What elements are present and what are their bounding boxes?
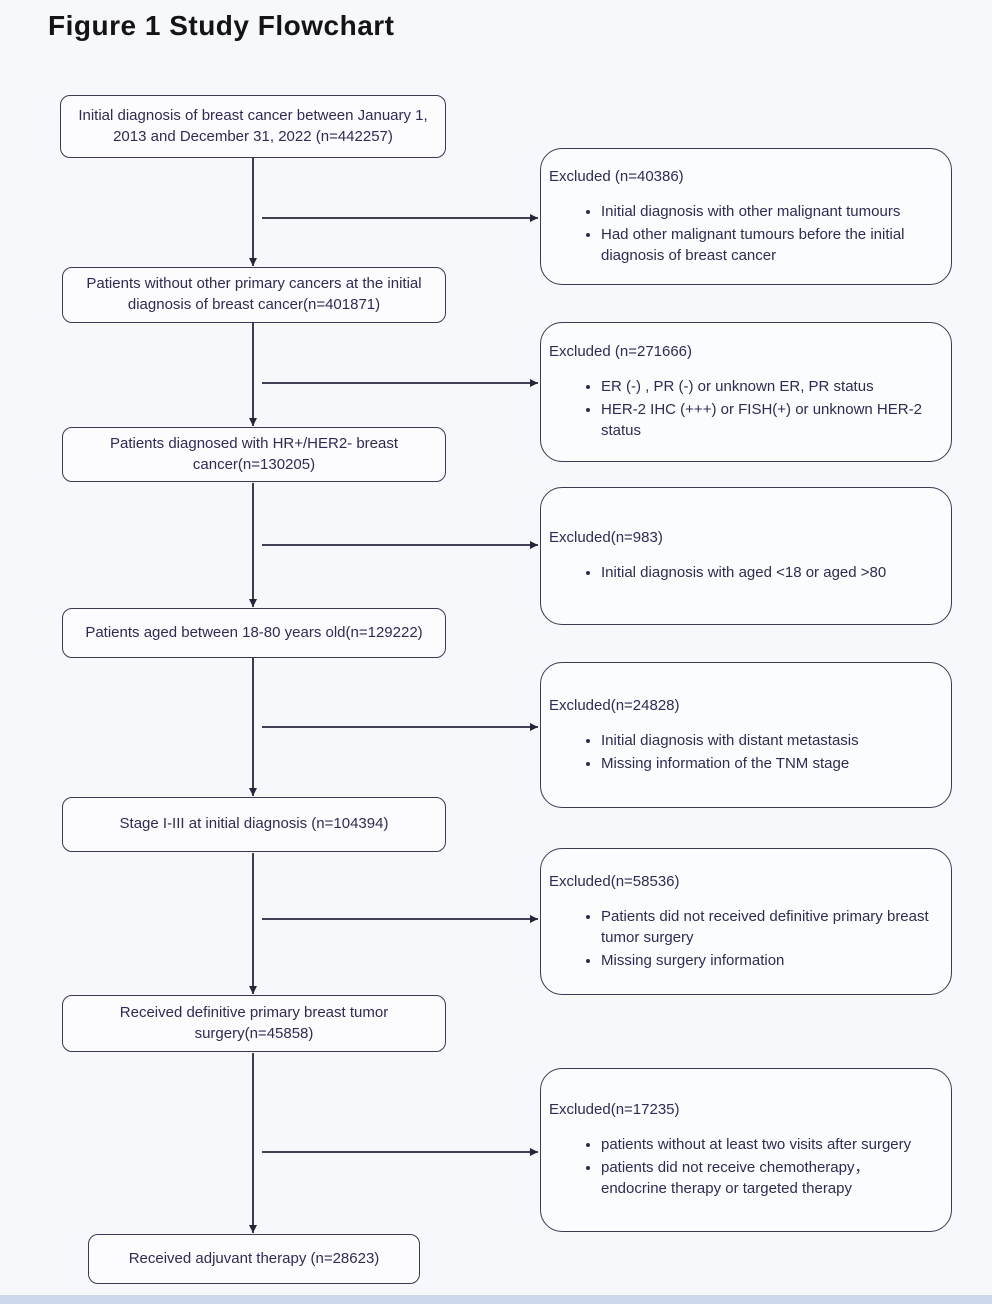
exclusion-header: Excluded(n=983) bbox=[549, 529, 663, 546]
exclusion-box-er-pr-her2-status: Excluded (n=271666) ER (-) , PR (-) or u… bbox=[540, 322, 952, 462]
flow-step-label: Patients without other primary cancers a… bbox=[86, 275, 422, 313]
exclusion-header: Excluded(n=17235) bbox=[549, 1101, 680, 1118]
flow-step-label: Patients aged between 18-80 years old(n=… bbox=[85, 623, 423, 641]
flow-step-hr-her2-breast-cancer: Patients diagnosed with HR+/HER2- breast… bbox=[62, 427, 446, 482]
flow-step-age-18-80: Patients aged between 18-80 years old(n=… bbox=[62, 608, 446, 658]
flow-step-label: Received adjuvant therapy (n=28623) bbox=[128, 1249, 380, 1267]
exclusion-bullet: patients did not receive chemotherapy， e… bbox=[601, 1157, 939, 1199]
exclusion-bullet: patients without at least two visits aft… bbox=[601, 1134, 939, 1155]
exclusion-header: Excluded (n=40386) bbox=[549, 167, 684, 185]
exclusion-bullet: Missing surgery information bbox=[601, 950, 939, 971]
flow-step-definitive-surgery: Received definitive primary breast tumor… bbox=[62, 995, 446, 1052]
exclusion-header: Excluded(n=24828) bbox=[549, 696, 680, 714]
exclusion-bullet: Initial diagnosis with aged <18 or aged … bbox=[601, 562, 939, 583]
exclusion-box-visits-therapy: Excluded(n=17235) patients without at le… bbox=[540, 1068, 952, 1232]
flow-step-label: Received definitive primary breast tumor… bbox=[119, 1003, 389, 1042]
figure-title: Figure 1 Study Flowchart bbox=[48, 10, 395, 41]
exclusion-bullet: Had other malignant tumours before the i… bbox=[601, 224, 939, 266]
exclusion-bullet: HER-2 IHC (+++) or FISH(+) or unknown HE… bbox=[601, 399, 939, 441]
exclusion-bullet-list: patients without at least two visits aft… bbox=[541, 1132, 951, 1201]
exclusion-bullet: Missing information of the TNM stage bbox=[601, 753, 939, 774]
flow-step-label: Patients diagnosed with HR+/HER2- breast… bbox=[109, 434, 399, 473]
exclusion-box-surgery: Excluded(n=58536) Patients did not recei… bbox=[540, 848, 952, 995]
flow-step-label: Initial diagnosis of breast cancer betwe… bbox=[78, 106, 428, 145]
flow-step-initial-diagnosis: Initial diagnosis of breast cancer betwe… bbox=[60, 95, 446, 158]
flow-step-label: Stage I-III at initial diagnosis (n=1043… bbox=[119, 815, 389, 833]
exclusion-bullet-list: Initial diagnosis with other malignant t… bbox=[541, 199, 951, 268]
horizontal-arrows bbox=[262, 214, 538, 1156]
exclusion-bullet: Initial diagnosis with other malignant t… bbox=[601, 201, 939, 222]
exclusion-box-other-malignant-tumours: Excluded (n=40386) Initial diagnosis wit… bbox=[540, 148, 952, 285]
exclusion-bullet: ER (-) , PR (-) or unknown ER, PR status bbox=[601, 376, 939, 397]
exclusion-bullet: Patients did not received definitive pri… bbox=[601, 906, 939, 948]
exclusion-bullet-list: Patients did not received definitive pri… bbox=[541, 904, 951, 973]
exclusion-box-metastasis-tnm: Excluded(n=24828) Initial diagnosis with… bbox=[540, 662, 952, 808]
exclusion-bullet-list: ER (-) , PR (-) or unknown ER, PR status… bbox=[541, 374, 951, 443]
flow-step-adjuvant-therapy: Received adjuvant therapy (n=28623) bbox=[88, 1234, 420, 1284]
exclusion-bullet: Initial diagnosis with distant metastasi… bbox=[601, 730, 939, 751]
exclusion-bullet-list: Initial diagnosis with aged <18 or aged … bbox=[541, 560, 951, 585]
exclusion-bullet-list: Initial diagnosis with distant metastasi… bbox=[541, 728, 951, 776]
footer-strip bbox=[0, 1295, 992, 1304]
flow-step-stage-i-iii: Stage I-III at initial diagnosis (n=1043… bbox=[62, 797, 446, 852]
exclusion-header: Excluded (n=271666) bbox=[549, 343, 693, 360]
flow-step-no-other-primary-cancers: Patients without other primary cancers a… bbox=[62, 267, 446, 323]
exclusion-box-age: Excluded(n=983) Initial diagnosis with a… bbox=[540, 487, 952, 625]
exclusion-header: Excluded(n=58536) bbox=[549, 872, 680, 890]
